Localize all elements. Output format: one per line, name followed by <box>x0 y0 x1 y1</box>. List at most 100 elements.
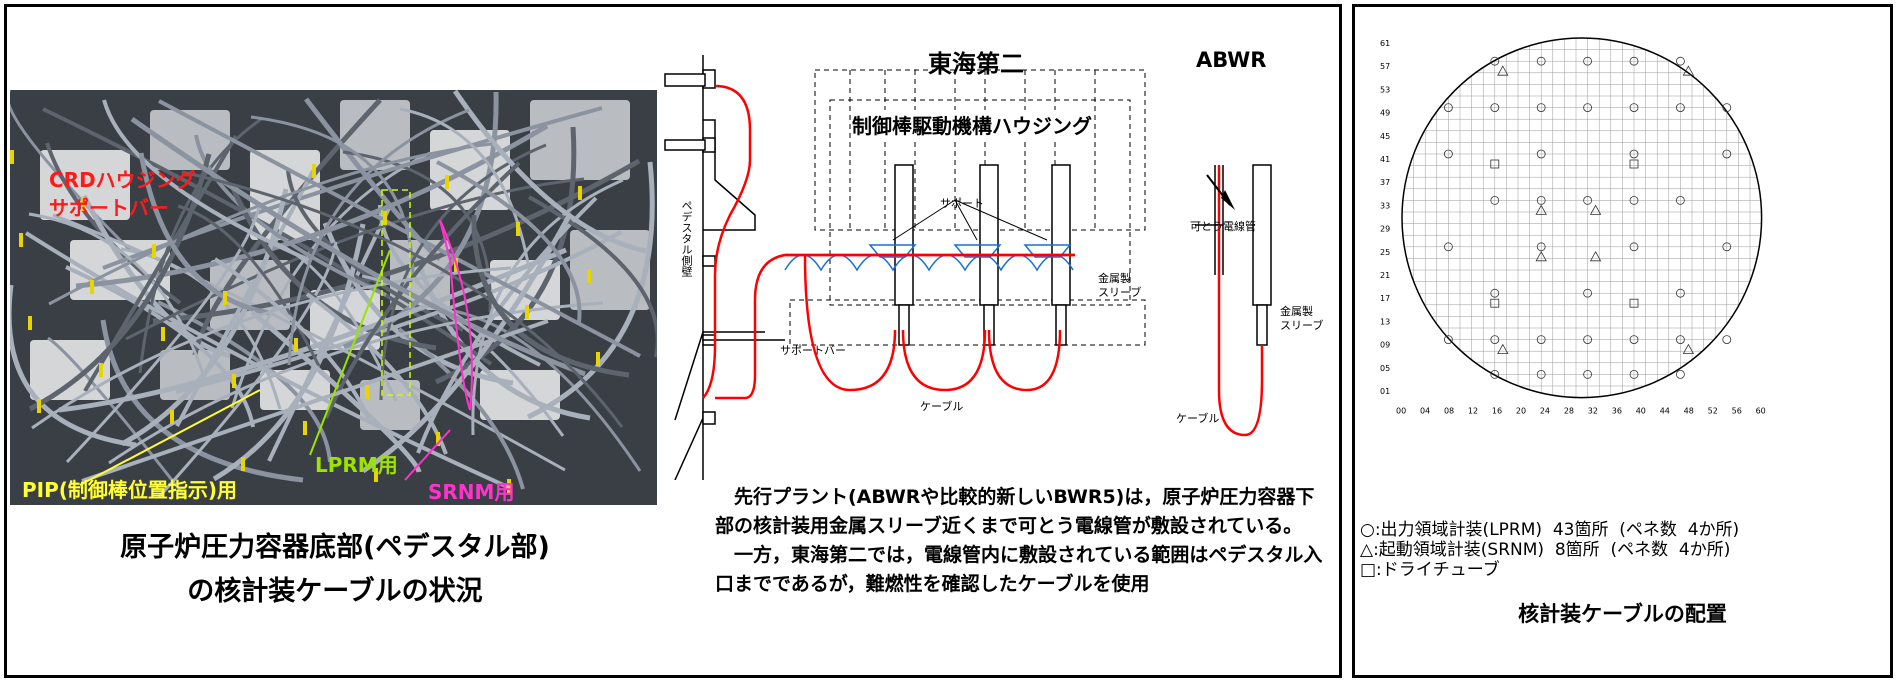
y-tick-label: 01 <box>1380 387 1390 396</box>
dry-tube-mark <box>1629 159 1639 169</box>
lprm-label: LPRM用 <box>315 453 398 477</box>
x-tick-label: 08 <box>1444 407 1454 416</box>
support-label: サポート <box>940 197 984 210</box>
lprm-mark <box>1629 103 1639 112</box>
metal-sleeve-label-2: スリーブ <box>1098 286 1142 299</box>
lprm-mark <box>1490 369 1500 379</box>
x-tick-label: 36 <box>1612 407 1622 416</box>
pip-label: PIP(制御棒位置指示)用 <box>22 478 238 502</box>
y-tick-label: 33 <box>1380 201 1390 210</box>
pedestal-wall-label: ペデスタル側壁 <box>680 200 693 277</box>
metal-sleeve-label-1: 金属製 <box>1098 272 1131 285</box>
y-tick-label: 53 <box>1380 85 1390 94</box>
lprm-mark <box>1536 149 1546 159</box>
crd-housings <box>894 164 1071 346</box>
lprm-mark <box>1444 103 1453 112</box>
x-tick-label: 60 <box>1756 407 1766 416</box>
flexible-conduit-label: 可とう電線管 <box>1190 220 1256 233</box>
x-tick-label: 52 <box>1708 407 1718 416</box>
y-tick-label: 37 <box>1380 178 1390 187</box>
lprm-mark <box>1490 56 1500 66</box>
y-tick-label: 49 <box>1380 109 1390 118</box>
lprm-mark <box>1629 56 1639 66</box>
dry-tube-mark <box>1490 298 1500 308</box>
core-map-caption: 核計装ケーブルの配置 <box>1518 602 1727 626</box>
lprm-mark <box>1536 195 1546 205</box>
x-tick-label: 16 <box>1492 407 1502 416</box>
legend-srnm: △:起動領域計装(SRNM) 8箇所 (ペネ数 4か所) <box>1360 540 1731 560</box>
cable-routing-diagram <box>664 55 1272 480</box>
supports <box>784 244 1074 272</box>
y-tick-label: 17 <box>1380 294 1390 303</box>
y-tick-label: 09 <box>1380 341 1390 350</box>
lprm-mark <box>1583 369 1593 379</box>
lprm-mark <box>1629 149 1639 159</box>
y-tick-label: 57 <box>1380 62 1390 71</box>
srnm-mark <box>1682 65 1695 76</box>
lprm-mark <box>1536 335 1546 345</box>
core-map-legend: ○:出力領域計装(LPRM) 43箇所 (ペネ数 4か所) △:起動領域計装(S… <box>1360 520 1739 580</box>
lprm-mark <box>1675 56 1685 66</box>
legend-dry: □:ドライチューブ <box>1360 560 1500 580</box>
core-grid <box>1401 37 1762 398</box>
y-tick-label: 05 <box>1380 364 1390 373</box>
y-tick-label: 29 <box>1380 225 1390 234</box>
lprm-mark <box>1675 103 1685 112</box>
x-tick-label: 40 <box>1636 407 1646 416</box>
x-tick-label: 56 <box>1732 407 1742 416</box>
lprm-mark <box>1536 369 1546 379</box>
lprm-mark <box>1536 103 1546 112</box>
srnm-mark <box>1589 250 1602 262</box>
legend-lprm: ○:出力領域計装(LPRM) 43箇所 (ペネ数 4か所) <box>1360 520 1740 540</box>
abwr-cable <box>1217 165 1264 437</box>
core-outline-mask <box>1362 30 1882 402</box>
lprm-mark <box>1444 149 1453 159</box>
x-tick-label: 28 <box>1564 407 1574 416</box>
x-tick-label: 32 <box>1588 407 1598 416</box>
lprm-mark <box>1722 103 1732 112</box>
lprm-mark <box>1444 335 1453 345</box>
lprm-mark <box>1722 242 1732 252</box>
lprm-mark <box>1629 195 1639 205</box>
lprm-mark <box>1583 103 1593 112</box>
srnm-mark <box>1535 204 1547 215</box>
srnm-mark <box>1535 250 1547 262</box>
lprm-mark <box>1722 149 1732 159</box>
lprm-mark <box>1490 335 1500 345</box>
lprm-mark <box>1490 195 1500 205</box>
y-tick-label: 21 <box>1380 271 1390 280</box>
cable-label: ケーブル <box>920 400 964 413</box>
srnm-mark <box>1682 343 1695 354</box>
abwr-sleeve-label-1: 金属製 <box>1280 305 1313 318</box>
lprm-mark <box>1583 195 1593 205</box>
srnm-mark <box>1497 343 1509 354</box>
crd-housing-dashed <box>789 69 1146 346</box>
abwr-sleeve-label-2: スリーブ <box>1280 319 1324 332</box>
y-tick-label: 25 <box>1380 248 1390 257</box>
dry-tube-mark <box>1629 298 1639 308</box>
photo-caption-line2: の核計装ケーブルの状況 <box>187 576 483 607</box>
x-tick-label: 44 <box>1660 407 1670 416</box>
lprm-mark <box>1722 335 1732 345</box>
lprm-mark <box>1536 56 1546 66</box>
dry-tube-mark <box>1490 159 1500 169</box>
description-p1: 先行プラント(ABWRや比較的新しいBWR5)は，原子炉圧力容器下部の核計装用金… <box>715 486 1315 537</box>
lprm-mark <box>1583 56 1593 66</box>
crd-housing-label-diagram: 制御棒駆動機構ハウジング <box>852 110 1092 139</box>
lprm-mark <box>1536 242 1546 252</box>
x-tick-label: 04 <box>1420 407 1430 416</box>
lprm-mark <box>1675 369 1685 379</box>
lprm-mark <box>1675 335 1685 345</box>
srnm-mark <box>1589 204 1602 215</box>
tokai-title: 東海第二 <box>928 50 1024 78</box>
y-tick-label: 41 <box>1380 155 1390 164</box>
lprm-mark <box>1675 288 1685 298</box>
tokai-cable <box>702 84 1075 400</box>
support-leaders <box>892 199 1048 241</box>
x-tick-label: 24 <box>1540 407 1550 416</box>
pedestal-photo <box>10 90 657 505</box>
pedestal-wall <box>664 55 785 480</box>
x-tick-label: 00 <box>1396 407 1406 416</box>
srnm-label: SRNM用 <box>428 480 515 504</box>
